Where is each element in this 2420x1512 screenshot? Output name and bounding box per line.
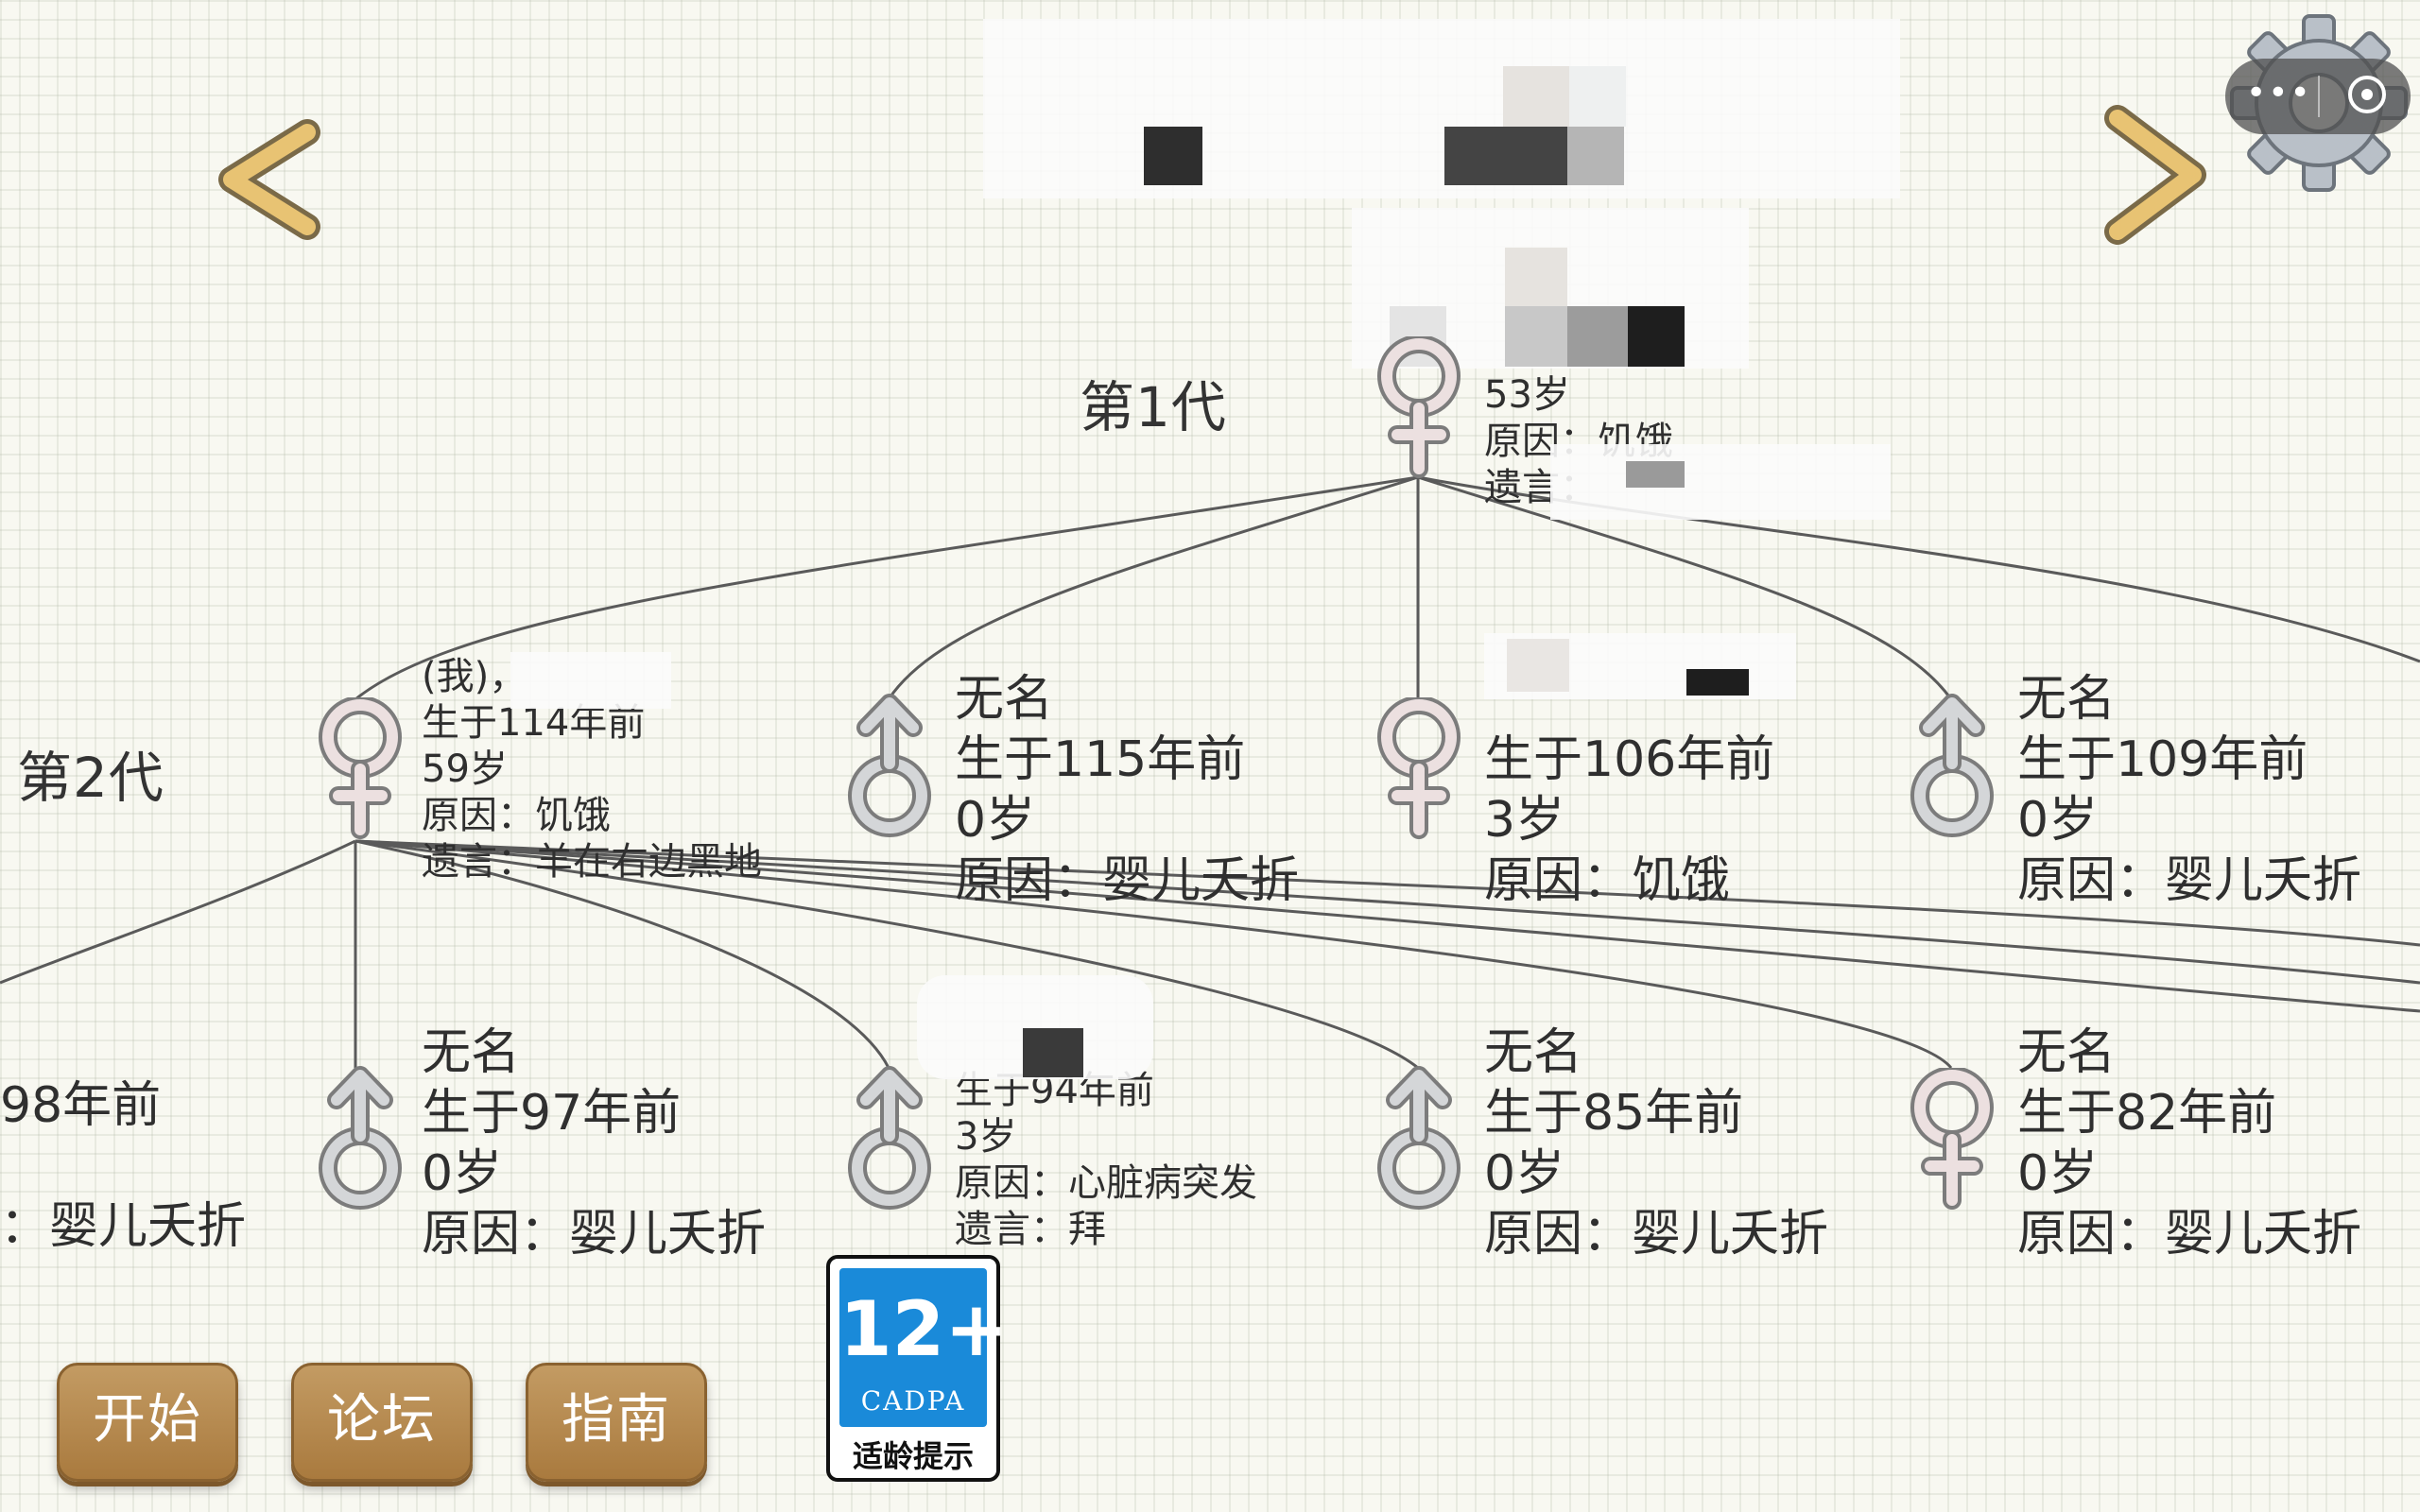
prev-page-button[interactable] xyxy=(208,113,321,246)
gen3-2-cause: 原因：婴儿夭折 xyxy=(422,1206,767,1263)
chevron-right-icon xyxy=(2104,105,2206,245)
gen3-3-age: 3岁 xyxy=(955,1115,1017,1159)
gen2-3-cause: 原因：饥饿 xyxy=(1484,852,1731,909)
gen3-5-name: 无名 xyxy=(2017,1024,2117,1081)
age-rating-org: CADPA xyxy=(860,1385,966,1417)
chevron-left-icon xyxy=(218,119,320,240)
mini-program-capsule: ••• xyxy=(2225,59,2411,134)
gen3-5-cause: 原因：婴儿夭折 xyxy=(2017,1206,2362,1263)
gen3-5-born: 生于82年前 xyxy=(2017,1085,2277,1142)
age-rating-badge: 12+ CADPA 适龄提示 xyxy=(826,1255,1009,1482)
female-symbol-icon xyxy=(319,697,402,839)
close-target-icon[interactable] xyxy=(2348,76,2386,113)
age-rating-tip: 适龄提示 xyxy=(852,1438,974,1474)
gen2-me-age: 59岁 xyxy=(422,747,508,791)
gen3-1-cause: ：婴儿夭折 xyxy=(0,1198,247,1255)
gen2-4-cause: 原因：婴儿夭折 xyxy=(2017,852,2362,909)
male-symbol-icon xyxy=(319,1066,402,1210)
gen3-2-born: 生于97年前 xyxy=(422,1085,682,1142)
gen3-4-cause: 原因：婴儿夭折 xyxy=(1484,1206,1829,1263)
gen2-me-cause: 原因：饥饿 xyxy=(422,794,611,837)
male-symbol-icon xyxy=(848,1066,931,1210)
gen3-4-born: 生于85年前 xyxy=(1484,1085,1744,1142)
gen2-4-age: 0岁 xyxy=(2017,792,2099,849)
gen2-3-born: 生于106年前 xyxy=(1484,731,1775,788)
gen3-1-born: 98年前 xyxy=(0,1077,162,1134)
gen3-3-will: 遗言：拜 xyxy=(955,1208,1106,1251)
guide-button[interactable]: 指南 xyxy=(526,1363,707,1482)
forum-button[interactable]: 论坛 xyxy=(291,1363,473,1482)
male-symbol-icon xyxy=(848,694,931,837)
gen3-4-age: 0岁 xyxy=(1484,1145,1565,1202)
start-button[interactable]: 开始 xyxy=(57,1363,238,1482)
female-symbol-icon xyxy=(1377,697,1461,839)
gen2-4-name: 无名 xyxy=(2017,671,2117,728)
next-page-button[interactable] xyxy=(2099,104,2212,246)
gen3-3-cause: 原因：心脏病突发 xyxy=(955,1161,1257,1205)
gen2-2-age: 0岁 xyxy=(955,792,1036,849)
gen2-2-born: 生于115年前 xyxy=(955,731,1246,788)
gen2-me-name: (我)， xyxy=(422,655,527,698)
male-symbol-icon xyxy=(1910,694,1994,837)
gen3-5-age: 0岁 xyxy=(2017,1145,2099,1202)
generation-1-label: 第1代 xyxy=(1080,375,1227,439)
gen2-2-name: 无名 xyxy=(955,671,1054,728)
more-dots-icon[interactable]: ••• xyxy=(2246,74,2312,112)
censored-title-area xyxy=(983,19,1900,198)
gen2-3-age: 3岁 xyxy=(1484,792,1565,849)
male-symbol-icon xyxy=(1377,1066,1461,1210)
female-symbol-icon xyxy=(1377,336,1461,478)
age-rating-panel: 12+ CADPA xyxy=(839,1268,1009,1427)
founder-age: 53岁 xyxy=(1484,373,1570,417)
gen2-me-will: 遗言：羊在右边黑地 xyxy=(422,840,762,884)
age-rating-number: 12+ xyxy=(839,1285,1009,1373)
gen3-2-age: 0岁 xyxy=(422,1145,503,1202)
gen3-2-name: 无名 xyxy=(422,1024,521,1081)
female-symbol-icon xyxy=(1910,1068,1994,1210)
gen3-4-name: 无名 xyxy=(1484,1024,1583,1081)
gen2-4-born: 生于109年前 xyxy=(2017,731,2308,788)
generation-2-label: 第2代 xyxy=(17,746,164,810)
gen2-2-cause: 原因：婴儿夭折 xyxy=(955,852,1300,909)
